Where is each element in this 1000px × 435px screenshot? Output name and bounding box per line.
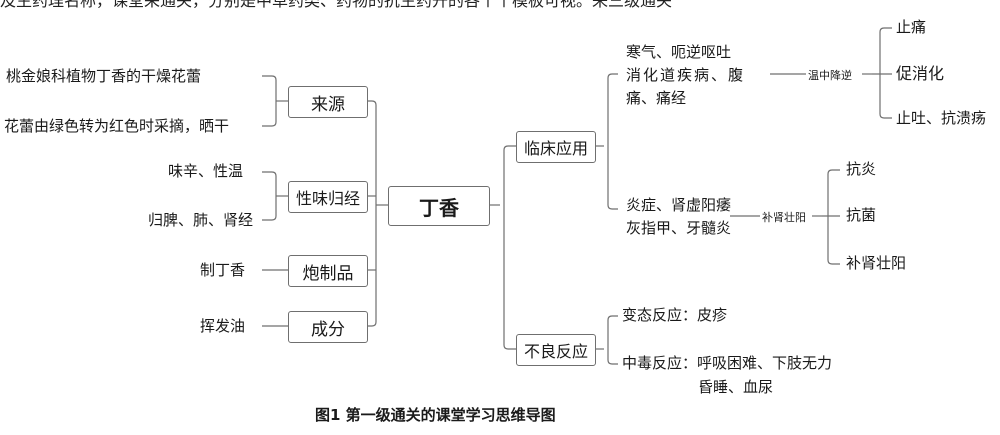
root-node: 丁香: [388, 186, 490, 226]
effect-antiemetic: 止吐、抗溃疡: [896, 109, 987, 127]
link-kidney: 补肾壮阳: [762, 211, 806, 224]
link-warm: 温中降逆: [808, 69, 852, 82]
clinical-group2-line1: 炎症、肾虚阳痿: [626, 196, 732, 214]
node-source: 来源: [288, 86, 368, 118]
source-leaf-2: 花蕾由绿色转为红色时采摘，晒干: [4, 117, 230, 135]
effect-antibacterial: 抗菌: [846, 206, 877, 224]
node-processed: 炮制品: [288, 255, 368, 287]
source-leaf-1: 桃金娘科植物丁香的干燥花蕾: [6, 67, 202, 85]
taste-leaf-1: 味辛、性温: [168, 162, 244, 180]
clinical-group2-line2: 灰指甲、牙髓炎: [626, 219, 732, 237]
effect-anti-inflammatory: 抗炎: [846, 160, 877, 178]
adverse-toxic-line1: 中毒反应：呼吸困难、下肢无力: [622, 354, 833, 372]
effect-pain: 止痛: [896, 18, 927, 36]
component-leaf: 挥发油: [200, 317, 246, 335]
processed-leaf: 制丁香: [200, 261, 246, 279]
node-adverse-reaction: 不良反应: [516, 334, 596, 366]
figure-caption: 图1 第一级通关的课堂学习思维导图: [315, 406, 556, 424]
clinical-group1-line2: 消化道疾病、腹: [626, 66, 746, 84]
adverse-toxic-line2: 昏睡、血尿: [698, 378, 774, 396]
node-clinical-use: 临床应用: [516, 131, 596, 163]
header-fragment: 及主药理名称，课堂采通关，分别是中草药类、药物的抗生药开的各个个模板可视。来三级…: [0, 0, 673, 10]
node-taste-meridian: 性味归经: [288, 181, 368, 213]
effect-digest: 促消化: [896, 64, 945, 83]
clinical-group1-line1: 寒气、呃逆呕吐: [626, 43, 732, 61]
clinical-group1-line3: 痛、痛经: [626, 89, 687, 107]
adverse-allergic: 变态反应：皮疹: [622, 306, 728, 324]
taste-leaf-2: 归脾、肺、肾经: [148, 211, 254, 229]
effect-kidney: 补肾壮阳: [846, 254, 907, 272]
node-component: 成分: [288, 311, 368, 343]
